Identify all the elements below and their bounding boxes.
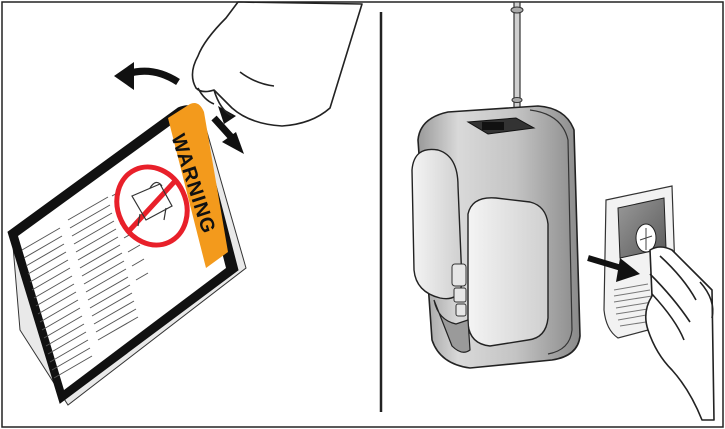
- left-panel: WARNING: [8, 2, 362, 405]
- sticker-application: [588, 186, 714, 420]
- warning-sheet: WARNING: [8, 103, 246, 405]
- hand-icon: [646, 247, 714, 420]
- hand-icon: [192, 2, 362, 126]
- right-panel: [412, 2, 714, 420]
- right-panel-cover: [468, 198, 548, 346]
- device-unit: [412, 106, 580, 368]
